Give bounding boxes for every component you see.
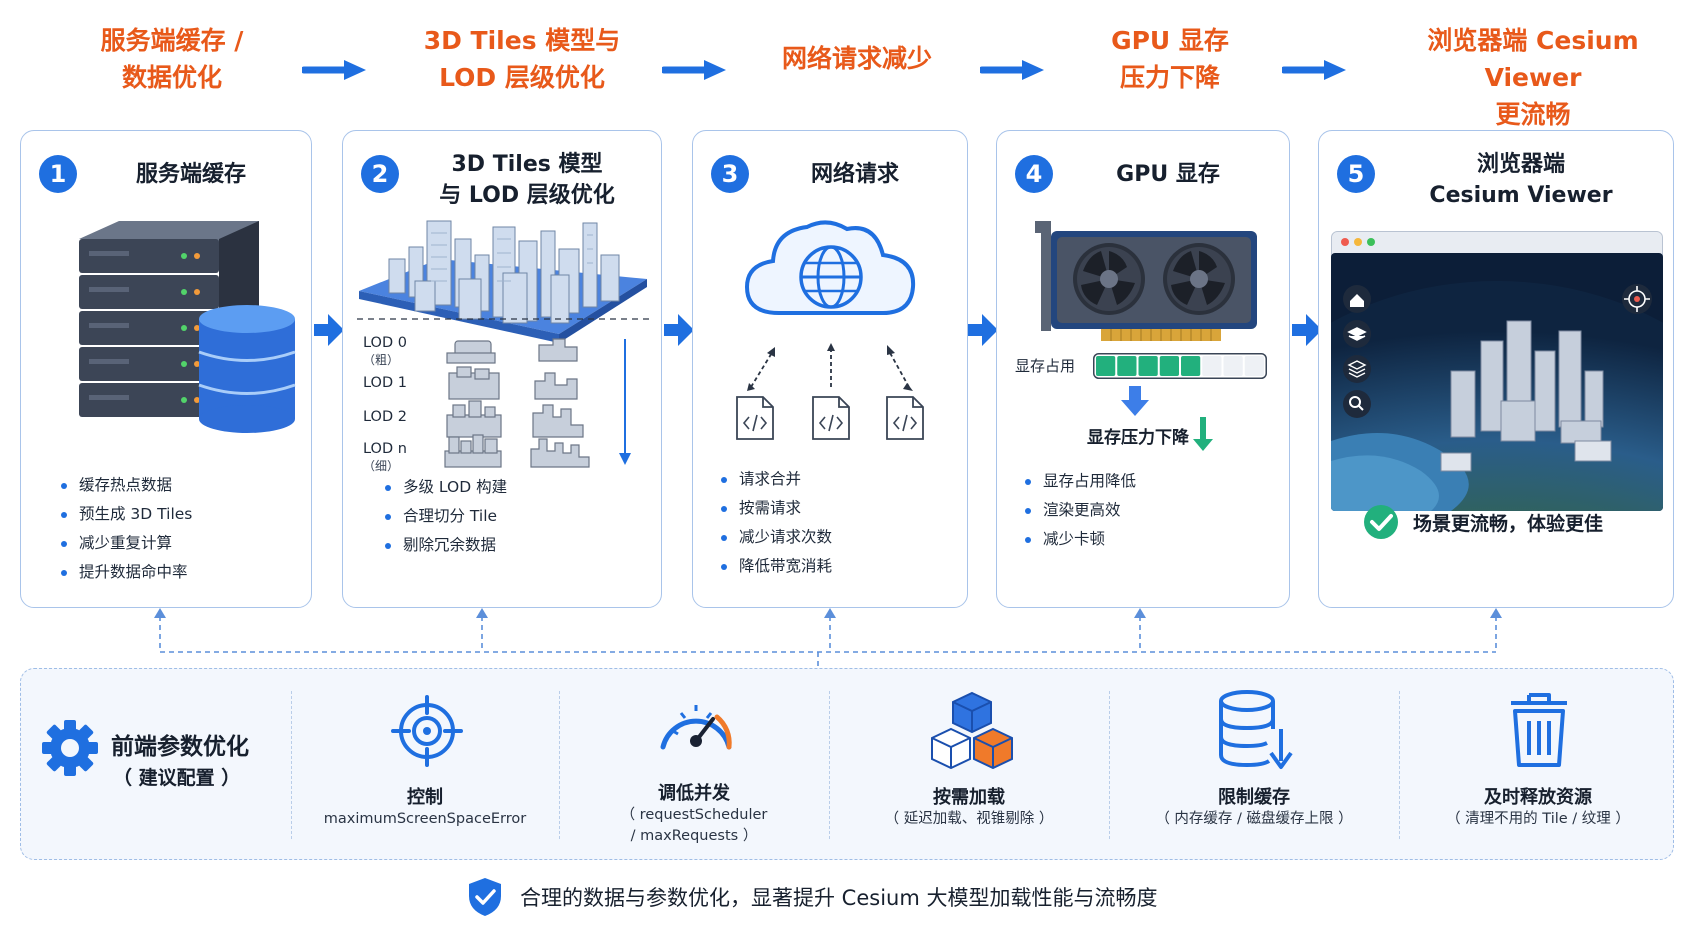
gear-icon — [42, 720, 98, 776]
memory-drop-text: 显存压力下降 — [1087, 428, 1189, 448]
code-file-icon — [812, 396, 850, 440]
bullet-list: 显存占用降低 渲染更高效 减少卡顿 — [1025, 467, 1136, 554]
arrow-down-icon — [1121, 386, 1149, 416]
lod-label: LOD 1 — [363, 375, 407, 391]
cloud-globe-icon — [744, 220, 916, 315]
lod-levels-icon — [444, 338, 631, 468]
success-check-icon — [1364, 505, 1398, 539]
separator — [559, 691, 560, 839]
database-limit-icon — [1219, 690, 1293, 769]
step-arrow-icon — [1292, 314, 1322, 346]
memory-cell-free — [1223, 356, 1243, 376]
server-database-icon — [79, 221, 296, 433]
memory-cell-free — [1202, 356, 1222, 376]
card-title: 网络请求 — [810, 162, 899, 187]
step-arrow-icon — [968, 314, 998, 346]
lod-label: LOD n（细） — [363, 441, 407, 473]
city-tiles-icon — [359, 220, 647, 343]
trash-icon — [1511, 693, 1567, 767]
card-title: 服务端缓存 — [135, 162, 246, 187]
flow-step-1: 服务端缓存 /数据优化 — [100, 26, 244, 92]
code-file-icon — [886, 396, 924, 440]
footer-text: 合理的数据与参数优化，显著提升 Cesium 大模型加载性能与流畅度 — [520, 886, 1158, 910]
step-arrow-icon — [314, 314, 344, 346]
shield-check-icon — [469, 878, 501, 916]
step-badge: 5 — [1337, 155, 1375, 193]
memory-cell-used — [1181, 356, 1201, 376]
separator — [1109, 691, 1110, 839]
flow-arrow-icon — [1282, 60, 1346, 80]
card-network-request: 3 网络请求 请求合并 按需请求 减少请求次数 降低带宽消耗 — [692, 130, 968, 608]
dashed-connectors — [154, 608, 1502, 670]
memory-cell-used — [1138, 356, 1158, 376]
bullet-list: 缓存热点数据 预生成 3D Tiles 减少重复计算 提升数据命中率 — [61, 471, 192, 587]
step-arrow-icon — [664, 314, 694, 346]
green-down-arrow-icon — [1193, 417, 1213, 451]
code-file-icon — [736, 396, 774, 440]
card-server-cache: 1 服务端缓存 缓存热点数据 预生成 3D T — [20, 130, 312, 608]
graphics-card-icon — [1035, 221, 1257, 341]
flow-step-3: 网络请求减少 — [781, 44, 932, 73]
step-badge: 4 — [1015, 155, 1053, 193]
gauge-icon — [660, 705, 732, 750]
memory-cell-used — [1117, 356, 1137, 376]
memory-cell-used — [1096, 356, 1116, 376]
flow-arrow-icon — [980, 60, 1044, 80]
browser-window-icon — [1331, 231, 1663, 511]
separator — [291, 691, 292, 839]
step-badge: 1 — [39, 155, 77, 193]
memory-usage-bar — [1093, 353, 1267, 379]
card-gpu-memory: 4 GPU 显存 显存占用 显存压力下降 显存占用降低 渲染更高效 减少卡顿 — [996, 130, 1290, 608]
frontend-params-panel: 前端参数优化 （ 建议配置 ） 控制 maximumScreenSpaceErr… — [20, 668, 1674, 860]
lod-label: LOD 0（粗） — [363, 335, 407, 367]
lod-label: LOD 2 — [363, 409, 407, 425]
request-arrows-icon — [747, 343, 913, 391]
card-title: GPU 显存 — [1116, 162, 1220, 187]
dashed-divider — [357, 318, 649, 320]
smooth-experience-text: 场景更流畅，体验更佳 — [1413, 513, 1604, 535]
memory-cell-free — [1244, 356, 1264, 376]
memory-usage-label: 显存占用 — [1015, 357, 1076, 375]
flow-arrow-icon — [302, 60, 366, 80]
separator — [1399, 691, 1400, 839]
cubes-icon — [931, 691, 1013, 769]
bullet-list: 多级 LOD 构建 合理切分 Tile 剔除冗余数据 — [385, 473, 507, 560]
flow-arrow-icon — [662, 60, 726, 80]
card-title: 3D Tiles 模型与 LOD 层级优化 — [439, 152, 615, 208]
bullet-list: 请求合并 按需请求 减少请求次数 降低带宽消耗 — [721, 465, 832, 581]
panel-title: 前端参数优化 — [111, 734, 249, 760]
crosshair-icon — [391, 695, 463, 767]
step-badge: 2 — [361, 155, 399, 193]
card-3dtiles-lod: 2 3D Tiles 模型与 LOD 层级优化 LOD 0（粗） LOD 1 L… — [342, 130, 662, 608]
step-badge: 3 — [711, 155, 749, 193]
separator — [829, 691, 830, 839]
memory-bar-frame — [1093, 353, 1267, 379]
panel-subtitle: （ 建议配置 ） — [113, 767, 241, 789]
memory-cell-used — [1159, 356, 1179, 376]
flow-step-4: GPU 显存压力下降 — [1111, 26, 1229, 92]
